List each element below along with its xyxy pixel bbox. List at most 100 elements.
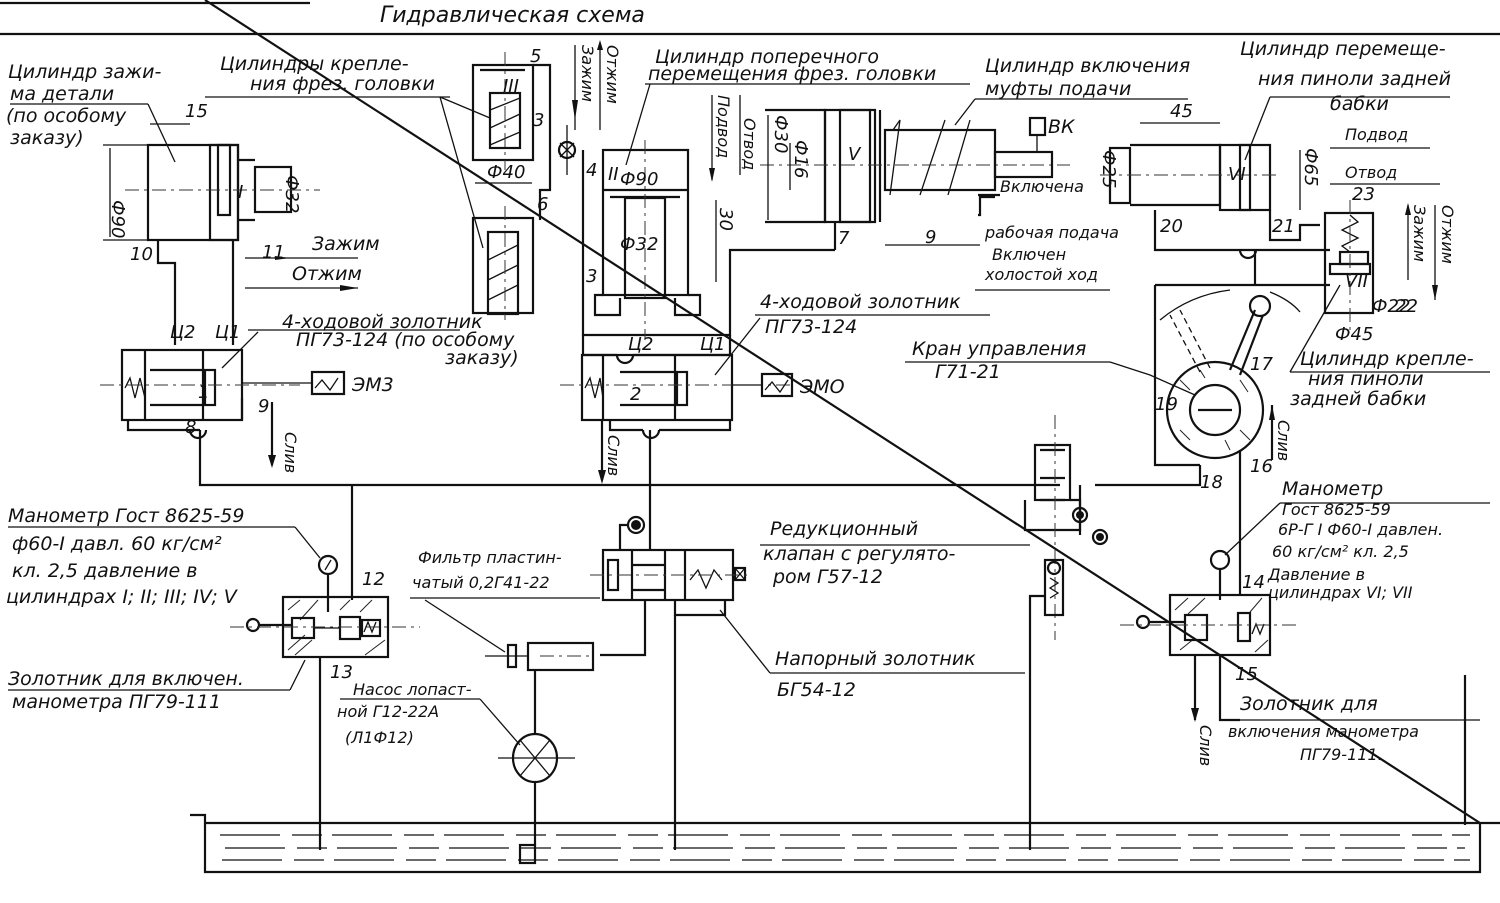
quill-cylinder-VI: 45 Ф25 VI Ф65 20 21 Подвод Отвод [1098,101,1440,260]
cross-traverse-cylinder-II: Ф90 Ф32 II 4 3 30 Подвод Отвод [581,95,835,340]
quill-clamp-label: Цилиндр крепле- ния пиноли задней бабки [1289,284,1490,410]
limit-switch-vk [1028,116,1047,137]
cross-cyl-label: Цилиндр поперечного перемещения фрез. го… [625,46,970,166]
valve-1-label: 4-ходовой золотник ПГ73-124 (по особому … [221,311,519,369]
svg-text:перемещения фрез. головки: перемещения фрез. головки [648,63,936,85]
svg-text:Отжим: Отжим [1438,205,1457,264]
suction-strainer [518,843,537,865]
port-10: 10 [130,244,153,265]
svg-text:клапан с регулято-: клапан с регулято- [763,543,956,565]
mill-clamp-label: Зажим [578,45,597,102]
svg-text:4-ходовой золотник: 4-ходовой золотник [282,311,483,333]
svg-text:7: 7 [838,228,850,249]
clamp-cylinder-label: Цилиндр зажи- ма детали (по особому зака… [6,61,176,163]
svg-text:муфты подачи: муфты подачи [985,78,1131,100]
solenoid-em3 [310,370,346,396]
retract-label: Отвод [740,118,759,170]
solenoid-emo-label: ЭМО [799,376,845,398]
svg-text:Зажим: Зажим [312,233,380,255]
svg-text:Манометр Гост 8625-59: Манометр Гост 8625-59 [8,505,244,527]
valve-2-number: 2 [630,384,641,405]
dim-d45: Ф45 [1335,324,1373,345]
svg-text:Цилиндр зажи-: Цилиндр зажи- [8,61,161,83]
reducing-valve-label: Редукционный клапан с регулято- ром Г57-… [760,518,1030,588]
svg-text:ния пиноли задней: ния пиноли задней [1258,68,1451,90]
oil-tank [190,0,1500,874]
drain-label-1: Слив [281,432,300,473]
svg-text:ной Г12-22А: ной Г12-22А [337,702,439,721]
gauge-right-label: Манометр Гост 8625-59 6Р-Г I Ф60-I давле… [1222,478,1490,764]
svg-text:16: 16 [1250,456,1273,477]
svg-text:V: V [848,144,862,165]
svg-text:заказу): заказу) [10,127,84,149]
svg-text:холостой ход: холостой ход [984,265,1098,284]
svg-text:ПГ73-124: ПГ73-124 [765,316,857,338]
dim-15: 15 [185,101,208,122]
control-tap: 17 19 18 16 Слив [1153,250,1330,560]
reducing-valve [1023,415,1109,850]
svg-text:Цилиндр включения: Цилиндр включения [985,55,1190,77]
svg-text:бабки: бабки [1330,93,1389,115]
svg-text:Ф30: Ф30 [770,115,791,153]
svg-text:Цилиндр крепле-: Цилиндр крепле- [1300,348,1474,370]
svg-text:13: 13 [330,662,353,683]
svg-text:II: II [608,164,619,185]
clamp-unclamp-indicator: Зажим Отжим [245,233,380,291]
svg-text:18: 18 [1200,472,1223,493]
mill-head-clamp-cylinders-III: Ф40 III 5 6 3 [471,46,552,320]
dim-9: 9 [925,227,936,248]
clamp-cylinder-I: Ф90 15 Ф32 I 10 11 [103,101,320,345]
svg-text:22: 22 [1395,296,1418,317]
vane-pump [498,732,575,865]
svg-text:манометра ПГ79-111: манометра ПГ79-111 [12,691,221,713]
pressure-valve-label: Напорный золотник БГ54-12 [719,609,1025,701]
svg-text:3: 3 [533,110,544,131]
svg-text:ф60-I давл. 60 кг/см²: ф60-I давл. 60 кг/см² [12,533,222,555]
svg-text:Золотник для: Золотник для [1240,693,1378,715]
svg-text:ма детали: ма детали [10,83,114,105]
svg-text:Цилиндры крепле-: Цилиндры крепле- [220,53,409,75]
dim-d40: Ф40 [487,162,525,183]
clutch-cyl-label: Цилиндр включения муфты подачи [954,55,1190,126]
svg-text:(Л1Ф12): (Л1Ф12) [345,728,414,747]
svg-text:Ф16: Ф16 [790,140,811,178]
svg-text:Отжим: Отжим [292,263,362,285]
svg-text:20: 20 [1160,216,1183,237]
control-tap-label: Кран управления Г71-21 [905,338,1196,396]
svg-text:рабочая подача: рабочая подача [984,223,1119,242]
svg-text:4: 4 [586,160,597,181]
svg-text:ром Г57-12: ром Г57-12 [772,566,883,588]
svg-text:Напорный золотник: Напорный золотник [775,648,976,670]
svg-text:кл. 2,5 давление в: кл. 2,5 давление в [12,560,197,582]
svg-text:60 кг/см² кл. 2,5: 60 кг/см² кл. 2,5 [1272,542,1409,561]
pressure-valve [590,515,750,850]
svg-text:5: 5 [530,46,541,67]
svg-text:Кран управления: Кран управления [912,338,1086,360]
svg-text:VI: VI [1228,164,1246,185]
svg-text:БГ54-12: БГ54-12 [777,679,856,701]
svg-text:Г71-21: Г71-21 [935,361,1001,383]
svg-text:4-ходовой золотник: 4-ходовой золотник [760,291,961,313]
svg-text:ПГ79-111.: ПГ79-111. [1300,745,1383,764]
svg-text:ния пиноли: ния пиноли [1308,368,1424,390]
svg-text:III: III [503,76,519,97]
dim-d32: Ф32 [620,234,658,255]
svg-text:Фильтр пластин-: Фильтр пластин- [418,548,562,567]
solenoid-em3-label: ЭМ3 [351,374,394,396]
svg-text:задней бабки: задней бабки [1290,388,1426,410]
port-11: 11 [262,242,285,263]
svg-text:ПГ73-124 (по особому: ПГ73-124 (по особому [296,329,515,351]
svg-text:чатый 0,2Г41-22: чатый 0,2Г41-22 [412,573,550,592]
svg-text:Ц2: Ц2 [170,322,195,343]
drain-label-4: Слив [1196,725,1215,766]
clutch-cylinder-V: ВК V Ф30 Ф16 7 9 Включена рабочая подача… [760,108,1119,291]
svg-text:цилиндрах VI; VII: цилиндрах VI; VII [1268,583,1413,602]
svg-text:14: 14 [1242,572,1265,593]
svg-text:17: 17 [1250,354,1273,375]
svg-text:Ц1: Ц1 [700,334,725,355]
dim-30: 30 [715,208,736,231]
svg-text:12: 12 [362,569,385,590]
svg-text:Цилиндр перемеще-: Цилиндр перемеще- [1240,38,1446,60]
svg-text:Золотник для включен.: Золотник для включен. [8,668,244,690]
svg-text:Цилиндр поперечного: Цилиндр поперечного [655,46,879,68]
